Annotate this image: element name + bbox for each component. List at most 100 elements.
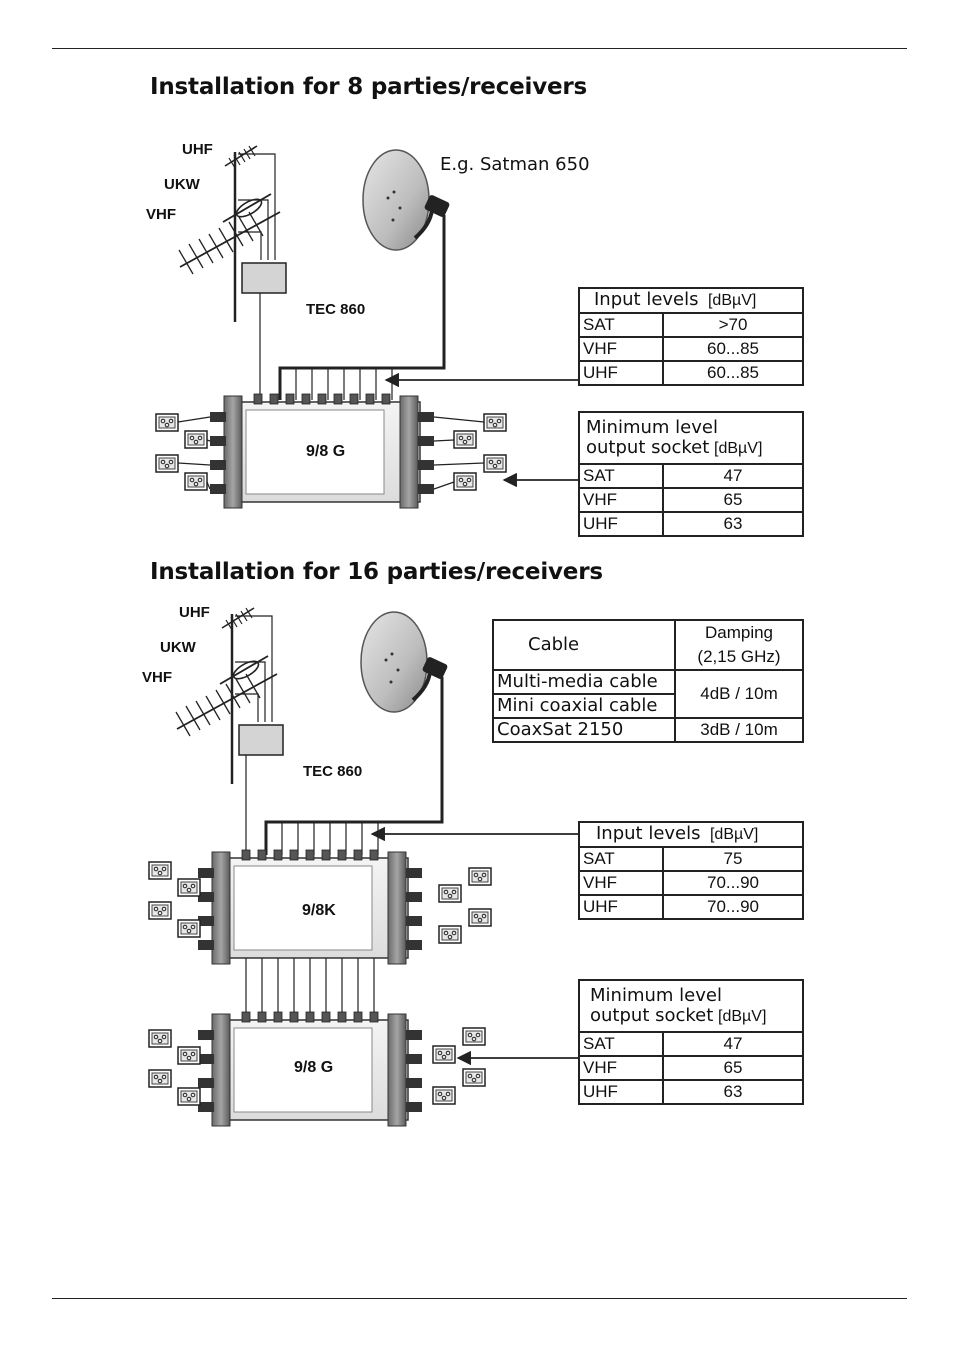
damping-cell: 3dB / 10m [674, 717, 804, 743]
socket-icon [148, 901, 172, 920]
socket-icon [453, 430, 477, 449]
value-cell: 65 [661, 1055, 805, 1081]
satellite-dish-2 [359, 610, 451, 714]
table-row: Mini coaxial cable [492, 693, 803, 719]
uhf-label-2: UHF [179, 604, 210, 621]
multiswitch-label-2: 9/8K [302, 902, 336, 919]
section1-diagram: UHF UKW VHF TEC 860 E.g. Satman 650 9/8 … [146, 141, 590, 509]
dish-label: E.g. Satman 650 [440, 154, 590, 175]
min-level-header: Minimum level [586, 416, 718, 438]
damping-freq-header: (2,15 GHz) [697, 647, 781, 666]
value-cell: 65 [661, 487, 805, 513]
band-cell: VHF [578, 336, 664, 362]
socket-icon [453, 472, 477, 491]
input-levels-header: Input levels [596, 823, 701, 844]
socket-icon [177, 919, 201, 938]
value-cell: 63 [661, 511, 805, 537]
amplifier-label-2: TEC 860 [303, 763, 362, 780]
socket-icon [177, 1046, 201, 1065]
vhf-label-2: VHF [142, 669, 172, 686]
output-socket-header: output socket [590, 1004, 714, 1026]
cable-cell: Mini coaxial cable [492, 693, 676, 719]
socket-icon [462, 1068, 486, 1087]
ukw-label-1: UKW [164, 176, 201, 193]
socket-icon [438, 925, 462, 944]
band-cell: SAT [578, 463, 664, 489]
damping-col-header: Damping [704, 623, 774, 642]
value-cell: 47 [661, 463, 805, 489]
unit-label: [dBµV] [718, 1007, 767, 1025]
value-cell: 60...85 [661, 360, 805, 386]
unit-label: [dBµV] [714, 439, 763, 457]
vhf-label-1: VHF [146, 206, 176, 223]
band-cell: UHF [578, 511, 664, 537]
table-row: Multi-media cable 4dB / 10m [492, 669, 804, 719]
band-cell: VHF [578, 1055, 664, 1081]
band-cell: UHF [578, 1079, 664, 1105]
ukw-label-2: UKW [160, 639, 197, 656]
socket-icon [155, 454, 179, 473]
value-cell: 63 [661, 1079, 805, 1105]
multiswitch-label-3: 9/8 G [294, 1059, 333, 1076]
antenna-mast-1 [177, 144, 282, 324]
table-row: CoaxSat 2150 3dB / 10m [492, 717, 804, 743]
band-cell: SAT [578, 1031, 664, 1057]
socket-icon [462, 1027, 486, 1046]
socket-icon [148, 861, 172, 880]
amplifier-label-1: TEC 860 [306, 301, 365, 318]
socket-icon [432, 1086, 456, 1105]
value-cell: 70...90 [661, 870, 805, 896]
socket-icon [177, 1087, 201, 1106]
multiswitch-label-1: 9/8 G [306, 443, 345, 460]
socket-icon [438, 884, 462, 903]
input-levels-header: Input levels [594, 289, 699, 310]
band-cell: SAT [578, 846, 664, 872]
socket-icon [148, 1029, 172, 1048]
cable-col-header: Cable [492, 619, 676, 671]
socket-icon [148, 1069, 172, 1088]
amplifier-box-1 [241, 262, 287, 294]
unit-label: [dBµV] [707, 292, 757, 309]
cable-damping-table: Cable Damping (2,15 GHz) Multi-media cab… [492, 619, 804, 743]
amplifier-box-2 [238, 724, 284, 756]
band-cell: VHF [578, 870, 664, 896]
uhf-label-1: UHF [182, 141, 213, 158]
band-cell: VHF [578, 487, 664, 513]
cable-cell: Multi-media cable [492, 669, 676, 695]
top-rule [52, 48, 907, 49]
socket-icon [184, 472, 208, 491]
band-cell: UHF [578, 360, 664, 386]
socket-icon [483, 413, 507, 432]
cable-cell: CoaxSat 2150 [492, 717, 676, 743]
damping-cell: 4dB / 10m [674, 669, 804, 719]
band-cell: UHF [578, 894, 664, 920]
bottom-rule [52, 1298, 907, 1299]
value-cell: 60...85 [661, 336, 805, 362]
value-cell: 47 [661, 1031, 805, 1057]
satellite-dish-1 [361, 148, 453, 252]
output-socket-header: output socket [586, 436, 710, 458]
section2-diagram: UHF UKW VHF TEC 860 9/8K 9/8 G [142, 604, 578, 1127]
socket-icon [177, 878, 201, 897]
section1-title: Installation for 8 parties/receivers [150, 74, 588, 100]
value-cell: 75 [661, 846, 805, 872]
table-row: SAT>70 [578, 312, 805, 338]
value-cell: 70...90 [661, 894, 805, 920]
socket-icon [468, 867, 492, 886]
section2-title: Installation for 16 parties/receivers [150, 559, 603, 585]
